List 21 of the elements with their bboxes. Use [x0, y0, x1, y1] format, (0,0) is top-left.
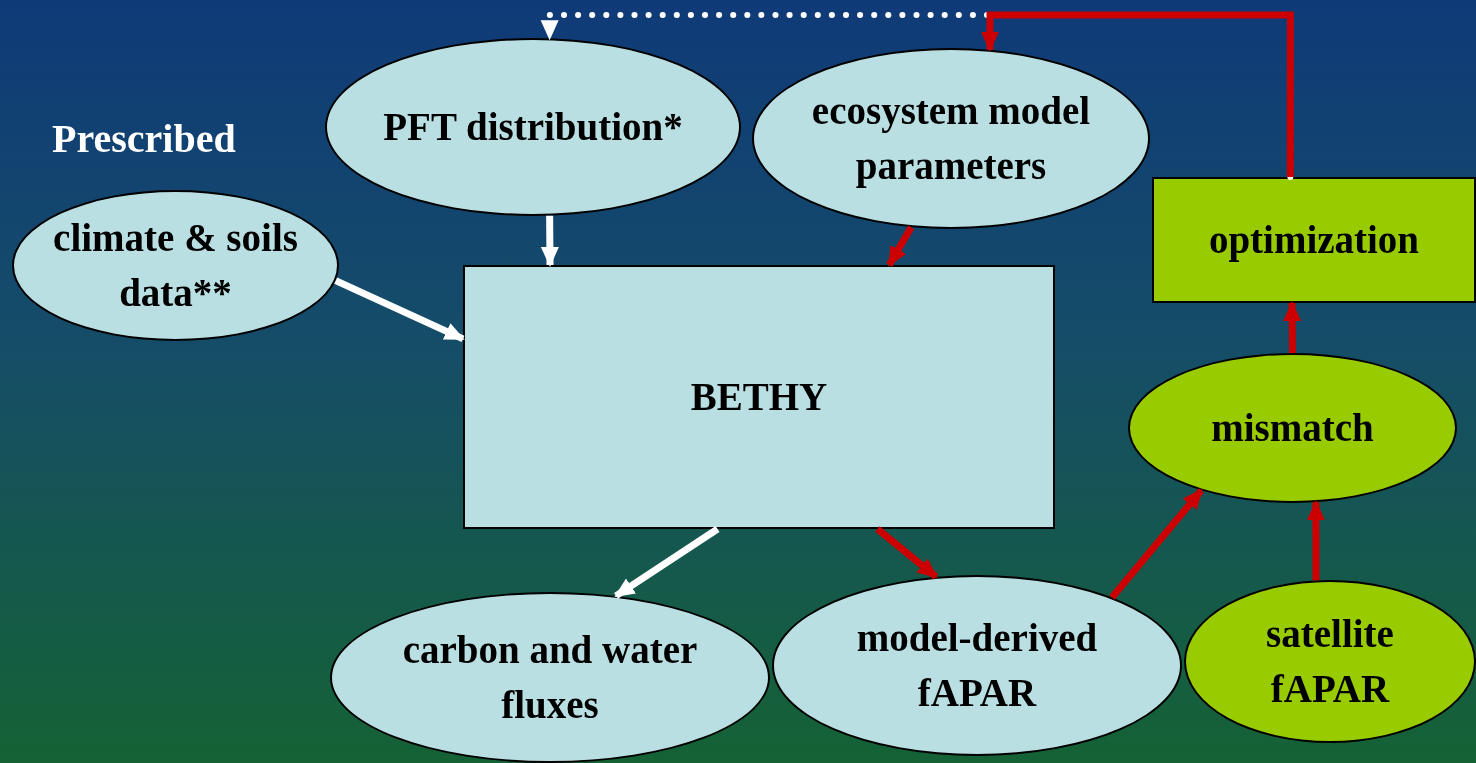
process-box [463, 265, 1055, 529]
node-label: BETHY [690, 373, 828, 420]
node-label: satellite fAPAR [1265, 610, 1395, 712]
arrow [875, 526, 939, 580]
node-label: PFT distribution* [383, 103, 683, 150]
arrow [1109, 488, 1204, 600]
arrow [540, 215, 559, 267]
arrow [614, 526, 720, 599]
node-label: model-derived fAPAR [855, 614, 1099, 716]
node-label: climate & soils data** [52, 214, 299, 316]
heading-label: Prescribed [52, 115, 236, 162]
node-label: optimization [1208, 216, 1420, 264]
node-label: ecosystem model parameters [810, 87, 1092, 190]
process-box [1152, 177, 1476, 303]
arrow [1306, 500, 1325, 581]
node-label: mismatch [1211, 404, 1374, 451]
arrow [1283, 301, 1302, 354]
arrow [886, 225, 915, 267]
node-label: carbon and water fluxes [401, 626, 699, 728]
arrow [334, 277, 465, 343]
arrow [981, 11, 1294, 177]
